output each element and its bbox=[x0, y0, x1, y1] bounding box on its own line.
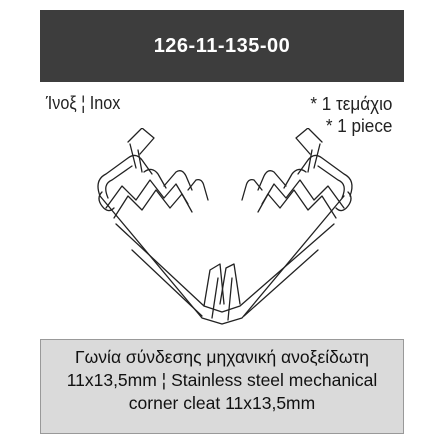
description-panel bbox=[40, 339, 404, 434]
product-code: 126-11-135-00 bbox=[153, 34, 291, 57]
product-description: Γωνία σύνδεσης μηχανική ανοξείδωτη 11x13… bbox=[66, 347, 378, 413]
material-label: Ίνοξ ¦ Inox bbox=[46, 93, 121, 113]
quantity-block: * 1 τεμάχιο * 1 piece bbox=[310, 93, 392, 137]
corner-cleat-icon bbox=[97, 128, 353, 325]
product-code-header: 126-11-135-00 bbox=[40, 10, 404, 82]
quantity-english: * 1 piece bbox=[325, 116, 392, 136]
quantity-greek: * 1 τεμάχιο bbox=[309, 94, 392, 114]
